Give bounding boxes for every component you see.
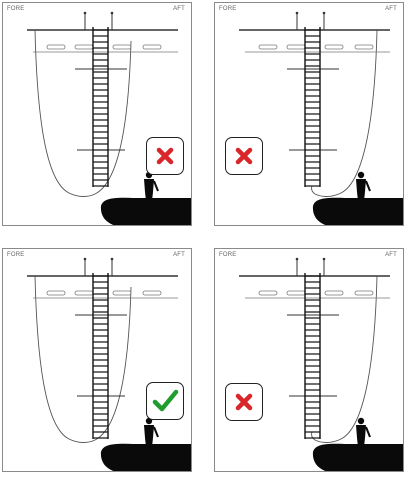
pilot-body	[144, 425, 154, 447]
hatch-cover	[142, 290, 162, 296]
pilot-ladder	[92, 273, 109, 439]
cross-stroke	[156, 147, 174, 165]
cross-stroke	[235, 393, 253, 411]
cross-icon	[156, 147, 174, 165]
verdict-badge	[225, 383, 263, 421]
cross-icon	[235, 393, 253, 411]
hatch-cover	[324, 44, 344, 50]
pilot-arm	[365, 426, 371, 438]
ship-section-drawing	[27, 257, 191, 471]
pilot-body	[144, 179, 154, 201]
pilot-arm	[365, 180, 371, 192]
aft-label: AFT	[173, 252, 185, 258]
diagram-panel-1: FORE AFT	[2, 2, 192, 226]
hatch-cover	[354, 44, 374, 50]
hatch-cover	[74, 290, 94, 296]
aft-label: AFT	[385, 252, 397, 258]
hatch-cover	[142, 44, 162, 50]
pilot-boat-silhouette	[100, 197, 191, 225]
mast-top	[110, 11, 114, 15]
mast-top	[83, 257, 87, 261]
cross-stroke	[235, 147, 253, 165]
verdict-badge	[146, 137, 184, 175]
cross-icon	[235, 147, 253, 165]
diagram-panel-4: FORE AFT	[214, 248, 404, 472]
mast-top	[322, 257, 326, 261]
hatch-cover	[112, 44, 132, 50]
hull-outline	[34, 29, 132, 197]
fore-label: FORE	[219, 6, 237, 12]
hatch-cover	[46, 44, 66, 50]
pilot-figure	[144, 171, 159, 201]
hatch-cover	[46, 290, 66, 296]
pilot-body	[356, 425, 366, 447]
ship-section-drawing	[239, 11, 403, 225]
fore-label: FORE	[219, 252, 237, 258]
pilot-head	[357, 417, 365, 425]
hatch-cover	[286, 290, 306, 296]
hatch-cover	[286, 44, 306, 50]
fore-label: FORE	[7, 252, 25, 258]
mast-top	[295, 257, 299, 261]
pilot-ladder	[304, 273, 321, 439]
mast-top	[83, 11, 87, 15]
verdict-badge	[225, 137, 263, 175]
pilot-boat-silhouette	[312, 197, 403, 225]
diagram-panel-2: FORE AFT	[214, 2, 404, 226]
hatch-cover	[258, 44, 278, 50]
pilot-arm	[153, 426, 159, 438]
pilot-head	[357, 171, 365, 179]
diagram-panel-3: FORE AFT	[2, 248, 192, 472]
pilot-figure	[144, 417, 159, 447]
mast-top	[110, 257, 114, 261]
pilot-ladder	[92, 27, 109, 187]
aft-label: AFT	[173, 6, 185, 12]
pilot-ladder	[304, 27, 321, 187]
ship-section-drawing	[27, 11, 191, 225]
pilot-boat-silhouette	[312, 443, 403, 471]
hatch-cover	[112, 290, 132, 296]
verdict-badge	[146, 382, 184, 420]
pilot-boat-silhouette	[100, 443, 191, 471]
hull-outline	[311, 275, 378, 443]
pilot-figure	[356, 417, 371, 447]
hatch-cover	[74, 44, 94, 50]
pilot-figure	[356, 171, 371, 201]
hatch-cover	[354, 290, 374, 296]
mast-top	[322, 11, 326, 15]
check-icon	[152, 389, 179, 412]
hull-outline	[34, 275, 132, 443]
hull-outline	[311, 29, 378, 197]
ship-section-drawing	[239, 257, 403, 471]
pilot-body	[356, 179, 366, 201]
fore-label: FORE	[7, 6, 25, 12]
mast-top	[295, 11, 299, 15]
hatch-cover	[258, 290, 278, 296]
check-stroke	[152, 389, 179, 412]
hatch-cover	[324, 290, 344, 296]
pilot-arm	[153, 180, 159, 192]
aft-label: AFT	[385, 6, 397, 12]
